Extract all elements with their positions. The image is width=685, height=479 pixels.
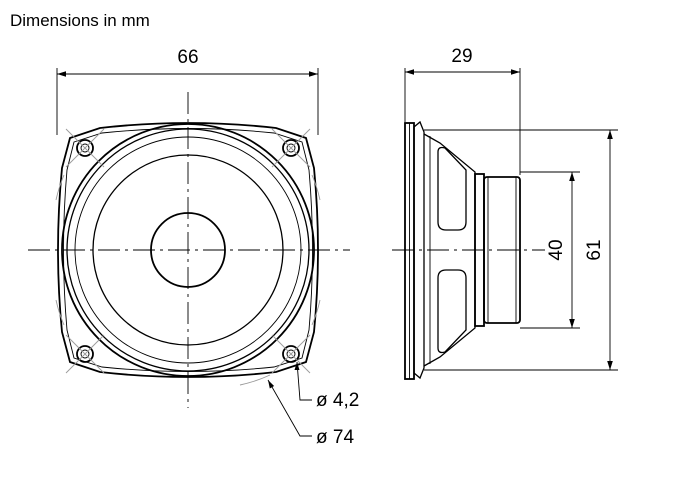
side-basket-window-bottom <box>437 269 467 354</box>
cutout-diameter-leader: ø 74 <box>267 379 354 448</box>
side-height-label: 61 <box>584 239 605 260</box>
hole-diameter-label: ø 4,2 <box>316 390 359 411</box>
side-depth-label: 29 <box>451 46 472 67</box>
side-basket-plate <box>413 120 425 380</box>
mounting-hole-bottom-right <box>271 334 311 374</box>
side-view: 29 40 <box>392 46 618 380</box>
side-depth-dimension: 29 <box>404 46 521 175</box>
front-view: 66 <box>28 47 359 448</box>
mounting-hole-top-left <box>65 128 105 168</box>
side-magnet-dimension: 40 <box>520 171 580 329</box>
front-width-dimension: 66 <box>56 47 319 135</box>
side-magnet-label: 40 <box>546 239 567 260</box>
side-basket-window-top <box>437 146 467 231</box>
side-height-dimension: 61 <box>424 129 618 371</box>
cutout-diameter-label: ø 74 <box>316 427 354 448</box>
mounting-hole-top-right <box>271 128 311 168</box>
hole-diameter-leader: ø 4,2 <box>294 361 359 411</box>
mounting-hole-bottom-left <box>65 334 105 374</box>
front-frame-outer <box>57 122 319 378</box>
drawing-title: Dimensions in mm <box>10 11 150 30</box>
front-width-label: 66 <box>177 47 198 68</box>
